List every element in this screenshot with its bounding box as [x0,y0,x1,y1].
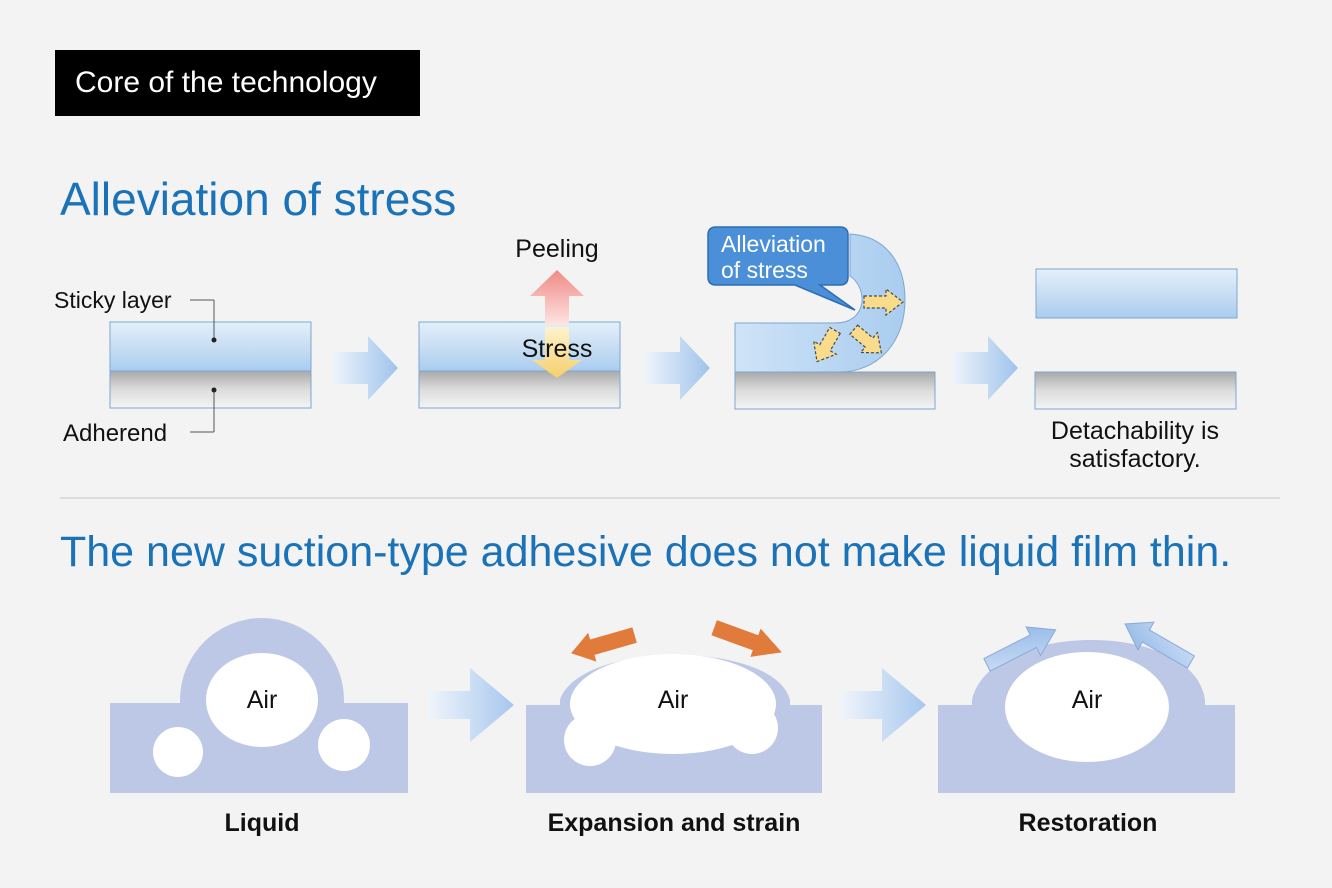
small-bubble-right [726,702,778,754]
dispersal-arrow-downleft [812,326,842,363]
air-label: Air [1072,686,1103,714]
stress-arrow [532,327,582,378]
flow-arrow-1 [333,336,398,400]
strain-arrow-right [711,620,782,657]
stage-liquid: Air Liquid [110,618,408,837]
small-bubble-left [564,714,616,766]
peeling-arrow [530,270,584,325]
sticky-layer [1035,268,1238,319]
detach-text-1: Detachability is [1051,417,1219,445]
dispersal-arrow-downright [849,324,883,354]
adherend [109,370,312,409]
stage-caption-expansion: Expansion and strain [548,809,801,837]
adherend [1034,371,1237,410]
small-bubble-right [318,719,370,771]
callout-text-2: of stress [721,257,808,283]
sticky-layer-label: Sticky layer [54,287,172,313]
adherend-dot [211,387,217,393]
stage-expansion: Air Expansion and strain [526,620,822,837]
adherend [734,371,936,410]
sticky-layer [109,321,312,372]
panel-alleviation: Alleviation of stress [707,226,936,410]
panel-detached: Detachability is satisfactory. [1034,268,1238,473]
adherend-label: Adherend [63,420,167,447]
small-bubble-left [153,727,203,777]
panel-initial: Sticky layer Adherend [54,287,312,447]
sticky-dot [211,337,217,343]
air-label: Air [247,686,278,714]
restore-arrow-left [983,626,1057,672]
flow-arrow-4 [428,668,514,742]
stress-label: Stress [522,335,593,363]
callout-text-1: Alleviation [721,231,826,257]
section-divider [60,497,1280,499]
air-bubble [1005,652,1169,762]
dispersal-arrow-right [863,287,904,317]
detach-text-2: satisfactory. [1069,445,1201,473]
peeling-label: Peeling [515,235,598,263]
stage-restoration: Air Restoration [938,621,1235,837]
panel-peeling: Peeling Stress [418,235,621,409]
stage-caption-liquid: Liquid [225,809,300,837]
section-title-suction: The new suction-type adhesive does not m… [60,528,1232,576]
sticky-layer [418,321,621,372]
air-bubble [206,653,318,747]
flow-arrow-3 [953,336,1018,400]
stage-caption-restoration: Restoration [1019,809,1158,837]
adherend [418,370,621,409]
air-bubble [570,654,776,754]
callout-bubble [707,226,856,311]
restore-arrow-right [1124,621,1196,669]
flow-arrow-5 [840,668,926,742]
air-label: Air [658,686,689,714]
flow-arrow-2 [645,336,710,400]
section-badge: Core of the technology [55,50,420,116]
strain-arrow-left [571,627,637,662]
section-title-stress: Alleviation of stress [60,173,457,225]
